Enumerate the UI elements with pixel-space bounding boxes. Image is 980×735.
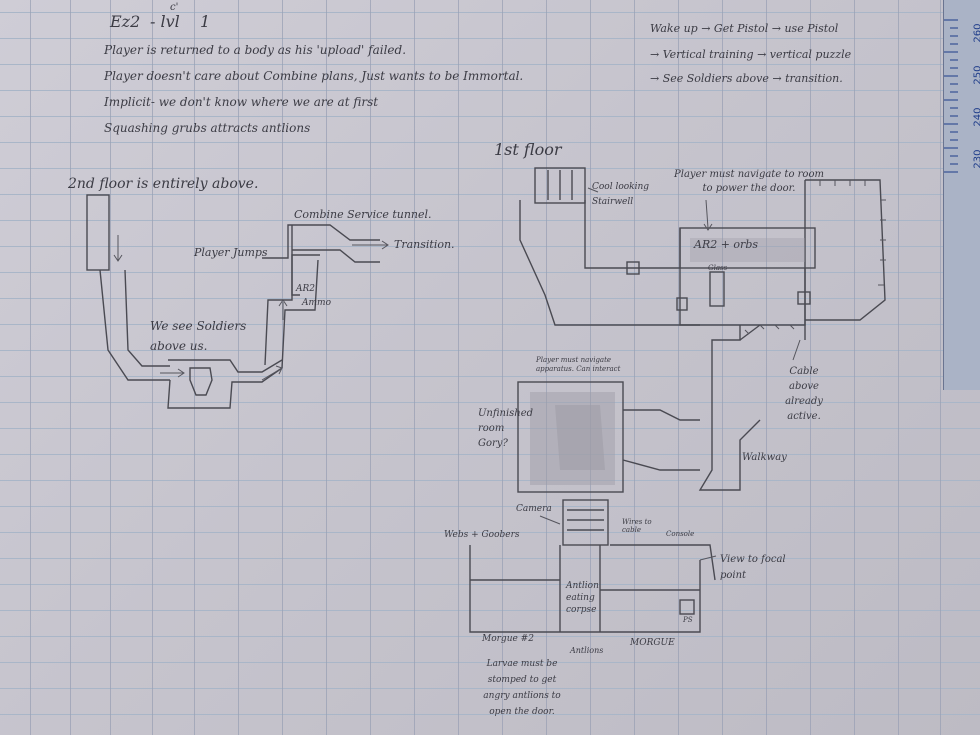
navigate-room-label: Player must navigate to room to power th… — [674, 169, 824, 194]
stairwell-label: Cool looking Stairwell — [592, 182, 650, 207]
ammo-label: Ammo — [302, 298, 331, 308]
morgue2-label: Morgue #2 — [482, 634, 534, 644]
ar2-label: AR2 — [296, 284, 316, 294]
transition-label: Transition. — [394, 238, 455, 251]
larvae-label: Larvae must be stomped to get angry antl… — [483, 659, 561, 717]
glass-label: Glass — [708, 264, 728, 272]
service-tunnel-label: Combine Service tunnel. — [294, 208, 432, 221]
antlion-corpse-label: Antlion eating corpse — [566, 581, 599, 615]
floor1-heading: 1st floor — [494, 140, 562, 159]
floor2-sketch — [86, 194, 380, 409]
floor2-heading: 2nd floor is entirely above. — [68, 176, 259, 192]
title-rest: - lvl — [150, 12, 180, 31]
title-number: 1 — [200, 12, 211, 31]
flow-item: → Vertical training → vertical puzzle — [650, 48, 852, 61]
ruler-ticks — [944, 19, 958, 173]
floor1-sketch — [469, 167, 886, 633]
webs-label: Webs + Goobers — [444, 530, 520, 540]
note-item: Player doesn't care about Combine plans,… — [104, 69, 524, 83]
floor2-arrows — [113, 235, 389, 381]
title-main: Ez2 — [110, 12, 141, 31]
flow-item: → See Soldiers above → transition. — [650, 72, 843, 85]
cable-label: Cable above already active. — [785, 366, 823, 422]
view-label: View to focal point — [720, 554, 786, 581]
walkway-label: Walkway — [742, 452, 787, 463]
console-label: Console — [666, 530, 695, 538]
title-superscript: c' — [170, 2, 179, 13]
wires-label: Wires to cable — [622, 518, 652, 534]
navigate-cabinet-label: Player must navigate apparatus. Can inte… — [536, 356, 621, 373]
note-item: Squashing grubs attracts antlions — [104, 121, 311, 135]
unfinished-room-label: Unfinished room Gory? — [478, 408, 534, 449]
ar2-orbs-label: AR2 + orbs — [694, 238, 759, 251]
flow-item: Wake up → Get Pistol → use Pistol — [650, 22, 839, 35]
ruler: 260 250 240 230 — [943, 0, 980, 390]
note-item: Implicit- we don't know where we are at … — [104, 95, 379, 109]
floor1-shading — [530, 238, 805, 485]
soldiers-label: We see Soldiers above us. — [150, 319, 247, 353]
morgue-label: MORGUE — [630, 638, 675, 648]
player-jumps-label: Player Jumps — [194, 246, 268, 259]
camera-label: Camera — [516, 504, 552, 514]
ps-label: PS — [683, 616, 693, 624]
antlions-label: Antlions — [570, 646, 604, 655]
railing-ticks — [744, 180, 886, 335]
floor1-arrows — [539, 187, 801, 561]
note-item: Player is returned to a body as his 'upl… — [104, 43, 407, 57]
